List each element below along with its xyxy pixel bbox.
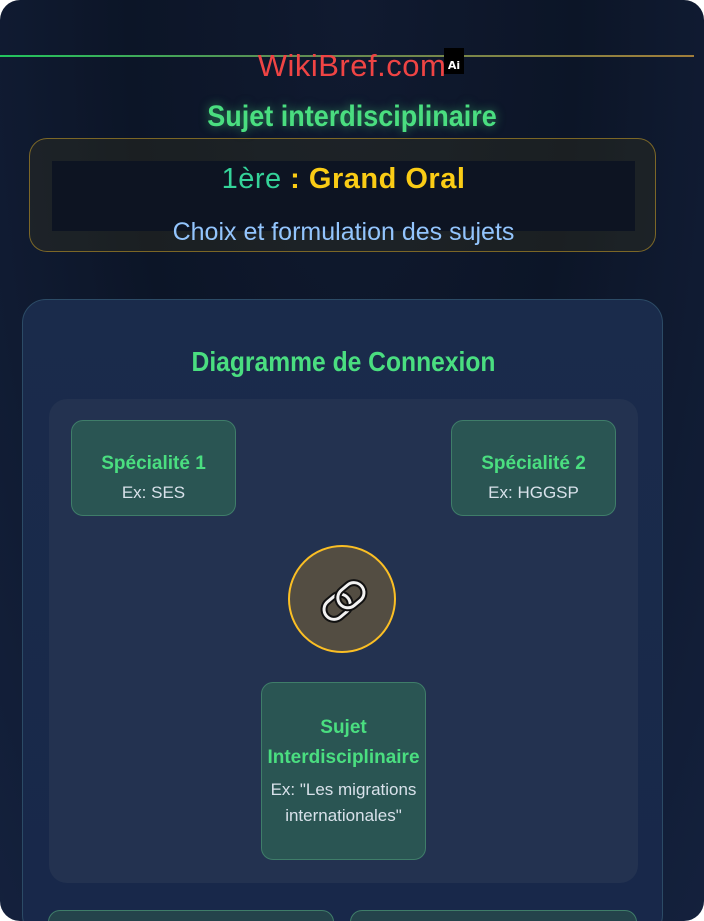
hero-banner: 1ère : Grand Oral Choix et formulation d… (29, 138, 656, 252)
diagram-canvas: Spécialité 1 Ex: SES Spécialité 2 Ex: HG… (49, 399, 638, 883)
top-divider (0, 55, 694, 57)
node-title: Spécialité 2 (481, 453, 586, 474)
diagram-title: Diagramme de Connexion (191, 346, 496, 377)
node-specialite-1: Spécialité 1 Ex: SES (71, 420, 236, 516)
node-sujet-interdisciplinaire: Sujet Interdisciplinaire Ex: "Les migrat… (261, 682, 426, 860)
connection-diagram-card: Diagramme de Connexion Spécialité 1 Ex: … (22, 299, 663, 921)
hero-heading: 1ère : Grand Oral (30, 163, 657, 196)
hero-level: 1ère (221, 163, 282, 195)
hero-exam: Grand Oral (308, 163, 466, 195)
hero-highlight (52, 161, 635, 231)
node-example: Ex: SES (121, 483, 186, 502)
node-title: Spécialité 1 (101, 453, 206, 474)
link-connector (288, 545, 396, 653)
hero-subtitle: Choix et formulation des sujets (172, 218, 515, 246)
node-title: Sujet Interdisciplinaire (267, 717, 420, 768)
next-card-right (350, 910, 637, 921)
node-example: Ex: HGGSP (488, 483, 579, 502)
page-title: Sujet interdisciplinaire (207, 100, 497, 133)
node-specialite-2: Spécialité 2 Ex: HGGSP (451, 420, 616, 516)
node-example: Ex: "Les migrations internationales" (270, 780, 417, 825)
brand-logo[interactable]: WikiBref.com (257, 48, 447, 83)
next-card-left (48, 910, 334, 921)
ai-badge: Ai (444, 48, 464, 74)
hero-separator: : (281, 163, 309, 195)
